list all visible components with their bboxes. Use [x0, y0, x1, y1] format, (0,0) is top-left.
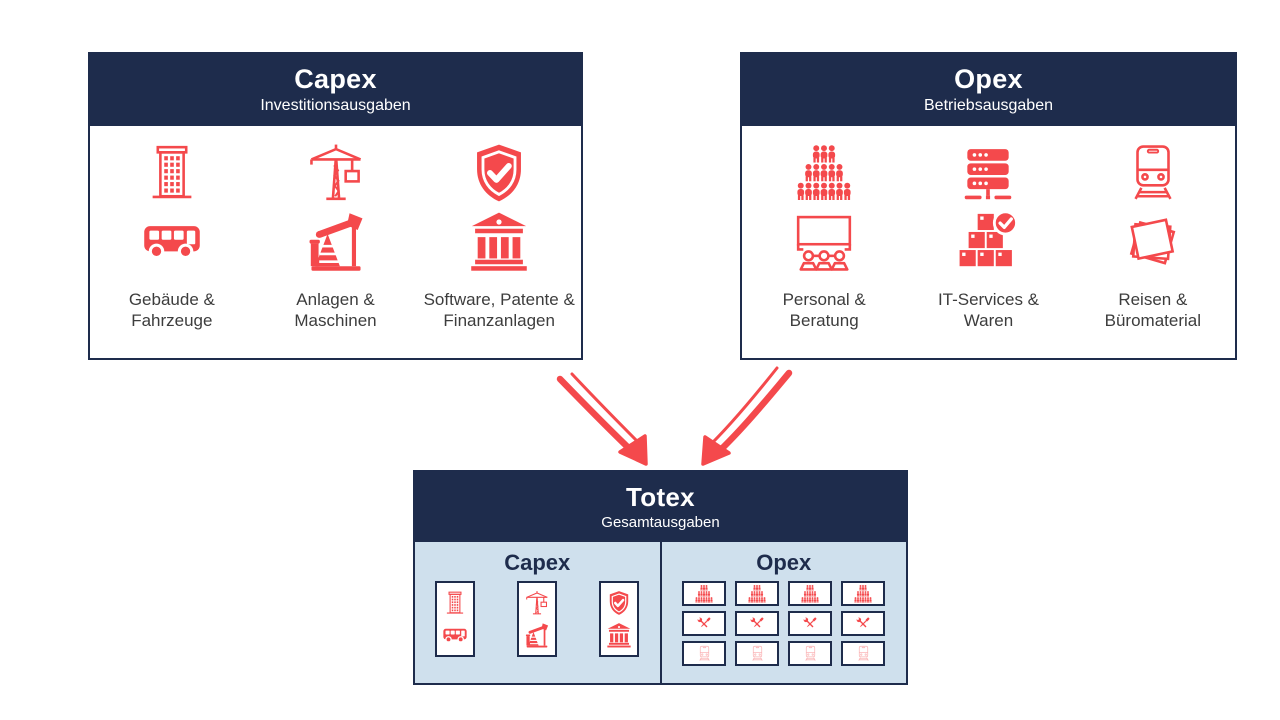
train-icon: [1122, 142, 1184, 204]
crowd-icon: [800, 584, 820, 604]
totex-title: Totex: [626, 482, 695, 513]
train-icon: [749, 645, 766, 662]
bank-icon: [468, 210, 530, 272]
opex-title: Opex: [954, 64, 1023, 95]
opex-subtitle: Betriebsausgaben: [924, 96, 1053, 114]
capex-subtitle: Investitionsausgaben: [260, 96, 411, 114]
opex-column-label: IT-Services & Waren: [937, 290, 1040, 330]
totex-subtitle: Gesamtausgaben: [601, 513, 720, 531]
totex-opex-tile: [682, 641, 727, 666]
train-icon: [802, 645, 819, 662]
totex-opex-section: Opex: [662, 542, 907, 683]
capex-column-label: Gebäude & Fahrzeuge: [128, 290, 215, 330]
totex-capex-tile: [599, 581, 640, 657]
totex-opex-tile: [841, 611, 886, 636]
shield-check-icon: [606, 590, 632, 616]
crowd-icon: [694, 584, 714, 604]
opex-column-travel: Reisen & Büromaterial: [1071, 126, 1235, 358]
capex-title: Capex: [294, 64, 377, 95]
capex-columns: Gebäude & Fahrzeuge Anlagen & Maschinen …: [90, 126, 581, 358]
totex-opex-tile: [735, 581, 780, 606]
totex-opex-tile: [841, 641, 886, 666]
totex-capex-tile: [517, 581, 558, 657]
opex-header: Opex Betriebsausgaben: [742, 54, 1235, 126]
crowd-icon: [747, 584, 767, 604]
oil-pump-icon: [524, 622, 550, 648]
totex-opex-tile: [788, 611, 833, 636]
opex-box: Opex Betriebsausgaben Personal & Beratun…: [740, 52, 1237, 360]
opex-to-totex-arrow: [701, 366, 793, 466]
opex-columns: Personal & Beratung IT-Services & Waren …: [742, 126, 1235, 358]
office-building-icon: [141, 142, 203, 204]
capex-column-software: Software, Patente & Finanzanlagen: [417, 126, 581, 358]
tools-icon: [853, 614, 873, 634]
office-building-icon: [442, 590, 468, 616]
capex-header: Capex Investitionsausgaben: [90, 54, 581, 126]
totex-opex-tile: [735, 611, 780, 636]
totex-section-divider: [659, 542, 662, 683]
totex-opex-tile: [682, 581, 727, 606]
oil-pump-icon: [305, 210, 367, 272]
opex-column-label: Reisen & Büromaterial: [1104, 290, 1201, 330]
construction-crane-icon: [305, 142, 367, 204]
tools-icon: [800, 614, 820, 634]
totex-capex-section-title: Capex: [504, 550, 571, 575]
construction-crane-icon: [524, 590, 550, 616]
bus-icon: [442, 622, 468, 648]
totex-capex-section: Capex: [415, 542, 660, 683]
capex-column-machines: Anlagen & Maschinen: [254, 126, 418, 358]
totex-opex-section-title: Opex: [756, 550, 812, 575]
papers-icon: [1122, 210, 1184, 272]
train-icon: [696, 645, 713, 662]
opex-column-it: IT-Services & Waren: [906, 126, 1070, 358]
meeting-icon: [793, 210, 855, 272]
tools-icon: [694, 614, 714, 634]
totex-opex-tiles: [682, 581, 886, 666]
totex-opex-tile: [682, 611, 727, 636]
capex-column-label: Anlagen & Maschinen: [294, 290, 377, 330]
bank-icon: [606, 622, 632, 648]
totex-capex-tiles: [435, 581, 640, 657]
opex-column-personal: Personal & Beratung: [742, 126, 906, 358]
bus-icon: [141, 210, 203, 272]
totex-body: Capex Ope: [415, 542, 906, 683]
totex-opex-tile: [788, 641, 833, 666]
crowd-icon: [853, 584, 873, 604]
capex-column-vehicles: Gebäude & Fahrzeuge: [90, 126, 254, 358]
totex-capex-tile: [435, 581, 476, 657]
tools-icon: [747, 614, 767, 634]
totex-box: Totex Gesamtausgaben Capex: [413, 470, 908, 685]
totex-opex-tile: [841, 581, 886, 606]
goods-check-icon: [957, 210, 1019, 272]
capex-box: Capex Investitionsausgaben Gebäude & Fah…: [88, 52, 583, 360]
crowd-icon: [793, 142, 855, 204]
totex-opex-tile: [735, 641, 780, 666]
server-icon: [957, 142, 1019, 204]
totex-header: Totex Gesamtausgaben: [415, 472, 906, 542]
opex-column-label: Personal & Beratung: [782, 290, 866, 330]
totex-opex-tile: [788, 581, 833, 606]
capex-column-label: Software, Patente & Finanzanlagen: [423, 290, 575, 330]
capex-to-totex-arrow: [556, 372, 648, 466]
train-icon: [855, 645, 872, 662]
shield-check-icon: [468, 142, 530, 204]
